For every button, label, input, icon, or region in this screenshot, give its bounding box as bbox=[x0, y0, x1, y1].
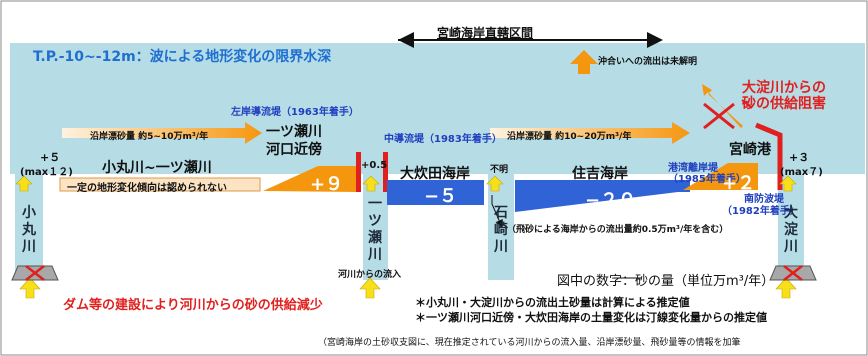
komaru-river-column bbox=[15, 172, 43, 280]
port-zone-label: 宮崎港 bbox=[729, 142, 771, 158]
port-change-value: +２２ bbox=[722, 173, 774, 194]
hitotsuse-in-value: +0.5 bbox=[361, 160, 388, 171]
section-label: 宮崎海岸直轄区間 bbox=[437, 26, 534, 40]
tp-label: T.P.-10~-12m：波による地形変化の限界水深 bbox=[33, 49, 332, 65]
ooyodo-river-label: 大淀川 bbox=[784, 205, 798, 255]
note-1: ＊小丸川・大淀川からの流出土砂量は計算による推定値 bbox=[415, 296, 690, 309]
blocked-x-2 bbox=[703, 102, 735, 130]
footer-note: （宮崎海岸の土砂収支図に、現在推定されている河川からの流入量、沿岸漂砂量、飛砂量… bbox=[318, 338, 741, 348]
left-jetty-label: 左岸導流堤（1963年着手） bbox=[231, 107, 359, 118]
port-offshore-label: 港湾離岸堤 （1985年着手） bbox=[668, 163, 746, 185]
blocked-supply-arrow bbox=[702, 84, 743, 128]
flying-sand-pointer bbox=[491, 195, 503, 228]
sumiyoshi-zone-label: 住吉海岸 bbox=[572, 166, 628, 182]
dam-note: ダム等の建設により河川からの砂の供給減少 bbox=[63, 298, 323, 313]
komaru-in-value: +５ bbox=[40, 151, 61, 164]
ooidai-erosion-block bbox=[387, 180, 484, 205]
ooyodo-max-value: (max７) bbox=[780, 167, 823, 178]
flying-sand-note: （飛砂による海岸からの流出量約0.5万m³/年を含む） bbox=[507, 225, 729, 235]
south-breakwater-label: 南防波堤 bbox=[744, 194, 784, 205]
komaru-max-value: (max１２) bbox=[20, 167, 73, 178]
south-breakwater-year: （1982年着手） bbox=[722, 206, 800, 217]
drift-right-label: 沿岸漂砂量 約10~20万m³/年 bbox=[507, 132, 632, 142]
middle-jetty-line bbox=[383, 152, 388, 192]
hitotsuse-zone-label: 一ツ瀬川 bbox=[266, 124, 322, 140]
supply-blocked-label: 大淀川からの 砂の供給阻害 bbox=[742, 80, 826, 112]
offshore-note: 沖合いへの流出は未解明 bbox=[598, 57, 698, 67]
middle-jetty-label: 中導流堤（1983年着手） bbox=[384, 134, 502, 145]
hitotsuse-river-label: 一ツ瀬川 bbox=[368, 196, 382, 263]
ooyodo-in-value: +３ bbox=[789, 151, 810, 164]
ooidai-change-value: −５ bbox=[424, 186, 458, 207]
drift-arrow-left bbox=[62, 122, 262, 144]
hitotsuse-mouth-label: 河口近傍 bbox=[266, 142, 322, 158]
sea-area bbox=[10, 43, 865, 174]
komaru-river-label: 小丸川 bbox=[22, 205, 36, 255]
note-2: ＊一ツ瀬川河口近傍・大炊田海岸の土量変化は汀線変化量からの推定値 bbox=[415, 311, 767, 324]
river-inflow-arrows bbox=[15, 175, 797, 299]
port-accretion-shape bbox=[683, 163, 758, 190]
komaru-zone-bar bbox=[59, 177, 261, 192]
ishizaki-river-label: 石崎川 bbox=[494, 205, 508, 255]
unknown-value: 不明 bbox=[490, 165, 509, 175]
drift-arrow-right bbox=[490, 122, 690, 144]
river-inflow-label: 河川からの流入 bbox=[338, 270, 402, 280]
dam-komaru bbox=[11, 265, 59, 281]
legend-units: 図中の数字：砂の量（単位万m³/年） bbox=[557, 274, 775, 289]
komaru-zone-label: 小丸川~一ツ瀬川 bbox=[102, 160, 212, 176]
offshore-arrow bbox=[570, 50, 598, 74]
dam-ooyodo bbox=[769, 265, 817, 281]
port-breakwater-line bbox=[755, 122, 783, 190]
hitotsuse-change-value: +９ bbox=[310, 174, 344, 195]
hitotsuse-accretion-shape bbox=[263, 166, 358, 192]
drift-left-label: 沿岸漂砂量 約5~10万m³/年 bbox=[90, 132, 209, 142]
left-jetty-line bbox=[356, 152, 361, 192]
sumiyoshi-change-value: −２０ bbox=[585, 190, 637, 211]
ooidai-zone-label: 大炊田海岸 bbox=[400, 166, 470, 182]
no-trend-label: 一定の地形変化傾向は認められない bbox=[67, 183, 227, 194]
sumiyoshi-erosion-shape bbox=[515, 180, 678, 212]
